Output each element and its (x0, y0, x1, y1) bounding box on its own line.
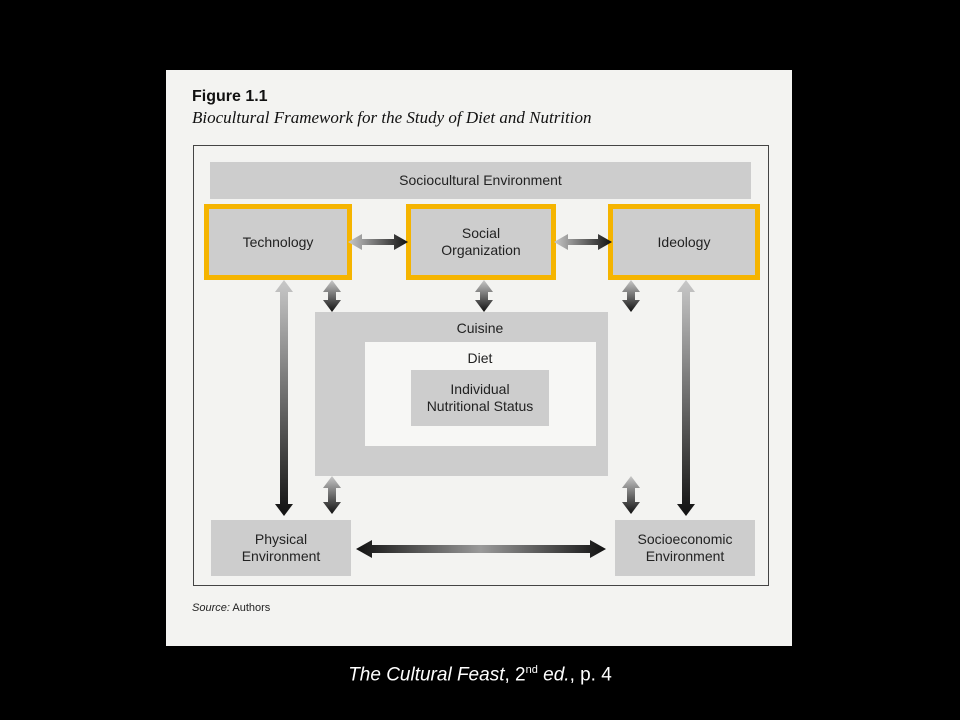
social-organization-box: Social Organization (406, 204, 556, 280)
scanned-figure: Figure 1.1 Biocultural Framework for the… (166, 70, 792, 646)
caption-edition-number: , 2 (504, 664, 526, 686)
source-label: Source: (192, 602, 230, 614)
figure-title: Biocultural Framework for the Study of D… (192, 108, 592, 127)
socioeconomic-environment-box: Socioeconomic Environment (615, 520, 755, 576)
arrows-layer (275, 234, 695, 558)
source-note: Source: Authors (192, 602, 270, 614)
cuisine-label: Cuisine (456, 320, 504, 336)
technology-label: Technology (242, 233, 314, 250)
caption-book-title: The Cultural Feast (348, 664, 505, 686)
diet-label: Diet (467, 350, 493, 366)
arrow-technology-physical (275, 280, 293, 516)
socioeconomic-label-line1: Socioeconomic (637, 531, 733, 548)
physical-label-line1: Physical (254, 531, 308, 548)
slide-caption: The Cultural Feast, 2nd ed., p. 4 (0, 664, 960, 686)
arrow-social-ideology (554, 234, 612, 250)
figure-number: Figure 1.1 (192, 88, 268, 105)
sociocultural-label: Sociocultural Environment (399, 172, 562, 189)
source-value: Authors (229, 602, 271, 614)
arrow-cuisine-physical (323, 476, 341, 514)
individual-label-line2: Nutritional Status (426, 398, 534, 414)
caption-edition-suffix: nd (525, 664, 538, 676)
individual-nutritional-status-box: Individual Nutritional Status (411, 370, 549, 426)
arrow-ideology-cuisine (622, 280, 640, 312)
caption-edition-label: ed. (537, 664, 570, 686)
sociocultural-environment-box: Sociocultural Environment (210, 162, 751, 199)
arrow-physical-socioeconomic (356, 540, 606, 558)
ideology-label: Ideology (657, 233, 711, 250)
arrow-ideology-socioeconomic (677, 280, 695, 516)
physical-label-line2: Environment (241, 548, 321, 564)
socioeconomic-label-line2: Environment (645, 548, 725, 564)
diagram-frame (193, 145, 769, 586)
social-organization-label-line1: Social (461, 225, 501, 242)
ideology-box: Ideology (608, 204, 760, 280)
arrow-cuisine-socioeconomic (622, 476, 640, 514)
arrow-technology-social (348, 234, 408, 250)
arrow-social-cuisine (475, 280, 493, 312)
physical-environment-box: Physical Environment (211, 520, 351, 576)
social-organization-label-line2: Organization (441, 242, 521, 258)
arrow-technology-cuisine (323, 280, 341, 312)
caption-page: , p. 4 (569, 664, 612, 686)
individual-label-line1: Individual (450, 381, 510, 398)
